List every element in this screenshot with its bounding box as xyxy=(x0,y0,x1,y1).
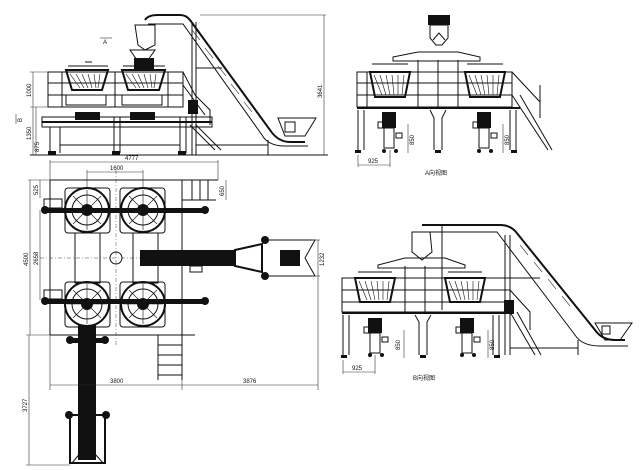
view-b: 925 850 850 B向视图 xyxy=(341,224,633,382)
view-a: 925 850 850 A向视图 xyxy=(355,15,553,177)
view-b-dim-height-right: 850 xyxy=(490,339,496,350)
horizontal-conveyor xyxy=(140,236,316,280)
packer-b-left xyxy=(363,318,389,357)
dim-inner-depth: 2658 xyxy=(34,251,40,265)
incline-conveyor xyxy=(144,14,317,155)
section-marker-a: A xyxy=(103,40,107,46)
view-a-dim-height-right: 850 xyxy=(505,134,511,145)
dim-conveyor-width: 1232 xyxy=(320,252,326,266)
weigher-head-left xyxy=(64,61,110,106)
packer-a-right xyxy=(472,112,498,153)
view-b-label: B向视图 xyxy=(413,374,435,382)
side-view-dimensions: 1000 1350 875 3641 A B xyxy=(15,14,326,155)
view-a-dim-offset: 925 xyxy=(368,159,379,165)
packer-a-left xyxy=(377,112,403,153)
dim-total-height: 3641 xyxy=(318,84,324,98)
dim-overall-depth: 4500 xyxy=(24,252,30,266)
side-view: 1000 1350 875 3641 A B xyxy=(15,14,328,156)
lower-conveyor xyxy=(65,325,110,464)
dim-lower-height: 875 xyxy=(35,141,41,152)
weigher-head-right xyxy=(120,58,167,106)
dim-upper-height: 1000 xyxy=(27,83,33,97)
view-b-dim-offset: 925 xyxy=(352,366,363,372)
section-marker-b: B xyxy=(18,118,24,122)
plan-view: 4777 1600 525 650 4500 2658 1232 3800 38… xyxy=(23,156,326,466)
packer-b-right xyxy=(455,318,481,357)
plan-view-dimensions: 4777 1600 525 650 4500 2658 1232 3800 38… xyxy=(23,156,326,466)
access-ladder xyxy=(150,334,195,380)
dim-left-length: 3800 xyxy=(110,379,124,385)
dim-top-offset: 525 xyxy=(34,184,40,195)
dim-right-length: 3876 xyxy=(243,379,257,385)
dim-mid-height: 1350 xyxy=(27,126,33,140)
view-b-dim-height-left: 850 xyxy=(396,339,402,350)
dim-lower-extension: 3727 xyxy=(23,398,29,412)
view-a-dim-height-left: 850 xyxy=(410,134,416,145)
view-a-label: A向视图 xyxy=(425,169,447,177)
dim-ladder-depth: 650 xyxy=(220,185,226,196)
dim-head-spacing: 1600 xyxy=(110,166,124,172)
dim-overall-width: 4777 xyxy=(125,156,139,162)
